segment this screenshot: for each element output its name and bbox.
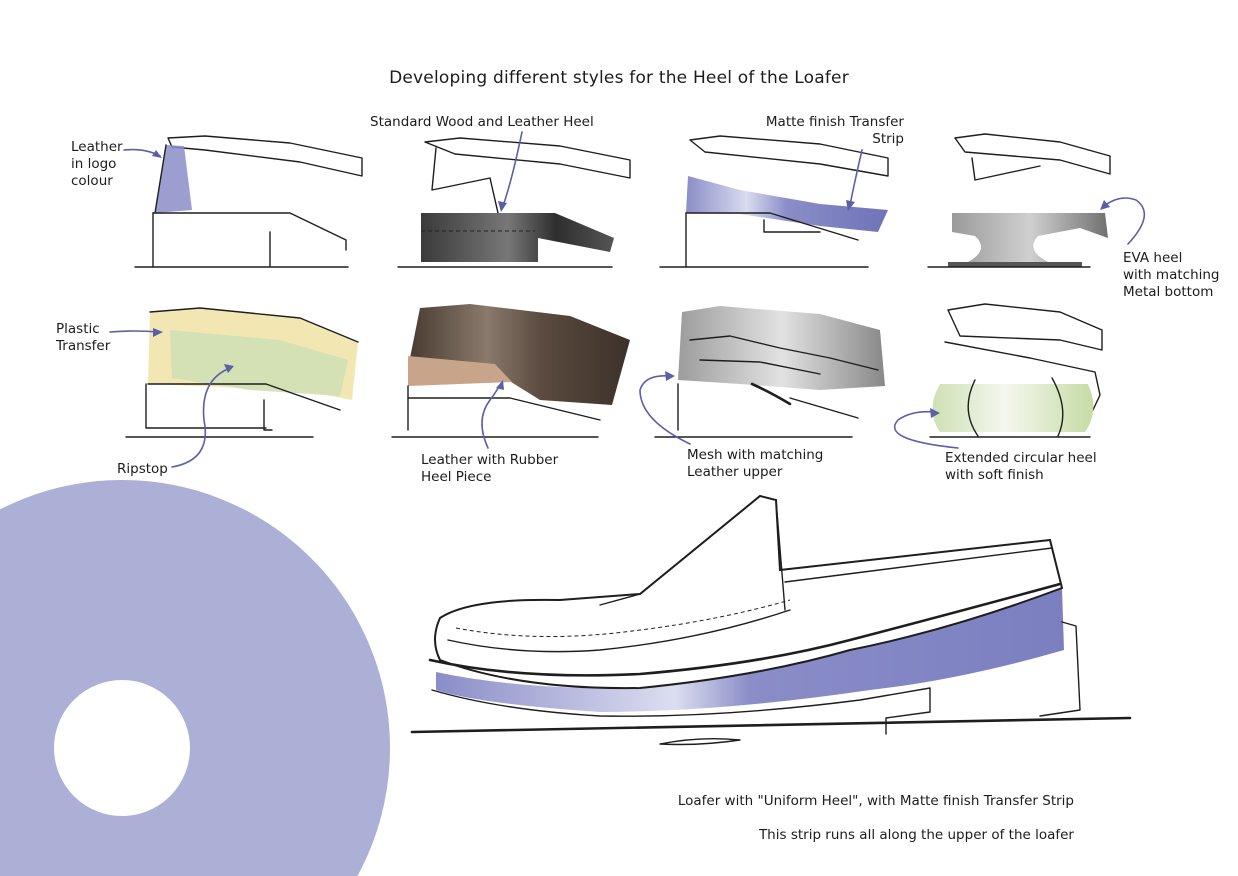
caption-line-1: Loafer with "Uniform Heel", with Matte f… bbox=[677, 793, 1074, 809]
sketch-mesh bbox=[654, 306, 885, 438]
sketch-leather-logo bbox=[134, 135, 363, 268]
sketch-leather-rubber bbox=[391, 304, 630, 438]
label-plastic-transfer: Plastic Transfer bbox=[56, 321, 111, 354]
caption-line-2: This strip runs all along the upper of t… bbox=[758, 827, 1074, 843]
label-mesh: Mesh with matching Leather upper bbox=[687, 447, 824, 480]
label-ripstop: Ripstop bbox=[117, 461, 168, 477]
sketch-standard-wood bbox=[397, 137, 631, 268]
label-eva-heel: EVA heel with matching Metal bottom bbox=[1123, 250, 1220, 300]
annotation-arrows bbox=[109, 131, 1146, 468]
label-matte-finish: Matte finish Transfer Strip bbox=[765, 114, 904, 147]
page-title: Developing different styles for the Heel… bbox=[389, 68, 849, 88]
label-leather-logo: Leather in logo colour bbox=[71, 139, 123, 189]
label-leather-rubber: Leather with Rubber Heel Piece bbox=[421, 452, 559, 485]
sketch-extended-circular bbox=[929, 303, 1103, 438]
sketch-matte-finish bbox=[659, 135, 889, 268]
sketch-eva-heel bbox=[927, 133, 1111, 268]
loafer-main-sketch bbox=[410, 494, 1132, 746]
label-standard-wood: Standard Wood and Leather Heel bbox=[370, 114, 594, 130]
sketch-plastic-transfer bbox=[125, 307, 359, 438]
ring-shape bbox=[0, 480, 390, 876]
caption: Loafer with "Uniform Heel", with Matte f… bbox=[640, 776, 1074, 861]
label-extended-circular: Extended circular heel with soft finish bbox=[945, 450, 1097, 483]
